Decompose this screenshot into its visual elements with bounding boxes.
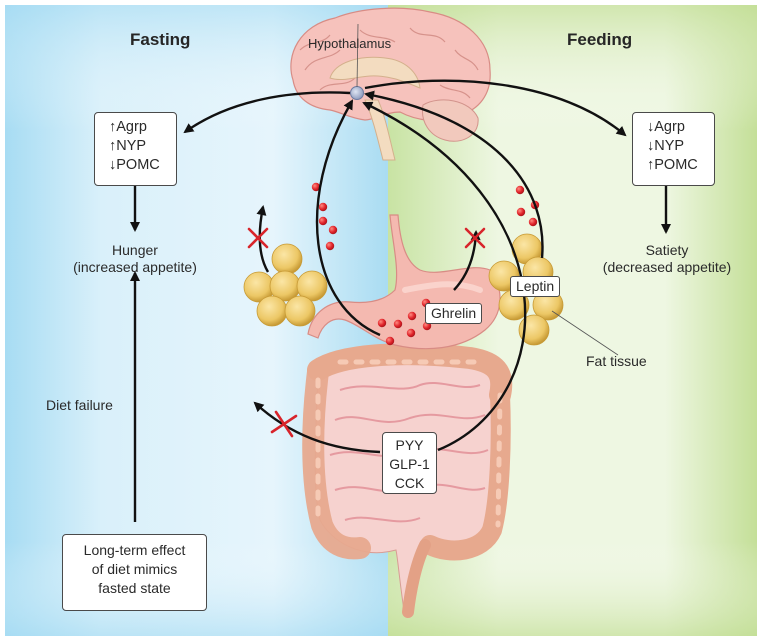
hypothalamus-pointer-line	[356, 23, 359, 88]
feeding-pomc-label: POMC	[654, 157, 698, 173]
blocked-x-icon-gut-peptides	[270, 410, 298, 438]
cck-label: CCK	[394, 475, 425, 491]
hypothalamus-label: Hypothalamus	[308, 36, 392, 51]
arrow-ghrelin-to-hypothalamus	[315, 99, 381, 337]
long-term-effect-box: Long-term effect of diet mimics fasted s…	[62, 534, 207, 611]
ghrelin-tag: Ghrelin	[425, 303, 483, 324]
up-arrow-icon: ↑	[647, 157, 655, 173]
leptin-tag: Leptin	[510, 276, 561, 297]
feeding-row-nyp: ↓NYP	[647, 137, 714, 156]
blocked-x-icon-stomach	[464, 227, 486, 249]
fasting-nyp-label: NYP	[116, 138, 147, 154]
fasting-row-nyp: ↑NYP	[109, 137, 176, 156]
feeding-row-pomc: ↑POMC	[647, 156, 714, 175]
fasting-title: Fasting	[130, 30, 191, 49]
feeding-neuropeptide-box: ↓Agrp ↓NYP ↑POMC	[632, 112, 715, 186]
fasting-agrp-label: Agrp	[116, 119, 147, 135]
down-arrow-icon: ↓	[647, 138, 655, 154]
up-arrow-icon: ↑	[109, 138, 117, 154]
hunger-subtitle: (increased appetite)	[73, 259, 197, 275]
fasting-neuropeptide-box: ↑Agrp ↑NYP ↓POMC	[94, 112, 177, 186]
feeding-title: Feeding	[567, 30, 633, 49]
feeding-agrp-label: Agrp	[654, 119, 685, 135]
long-term-line-1: Long-term effect	[83, 542, 186, 558]
arrow-gut-peptides-blocked	[253, 401, 381, 454]
fat-cluster-fasting	[243, 243, 328, 327]
down-arrow-icon: ↓	[109, 157, 117, 173]
feeding-row-agrp: ↓Agrp	[647, 118, 714, 137]
arrow-hypothalamus-to-feeding-box	[364, 79, 627, 137]
satiety-subtitle: (decreased appetite)	[602, 259, 732, 275]
fasting-pomc-label: POMC	[116, 157, 160, 173]
glp1-label: GLP-1	[389, 456, 430, 472]
long-term-line-3: fasted state	[98, 580, 171, 596]
down-arrow-icon: ↓	[647, 119, 655, 135]
arrow-hypothalamus-to-fasting-box	[183, 91, 351, 134]
satiety-title: Satiety	[645, 242, 689, 258]
fasting-row-pomc: ↓POMC	[109, 156, 176, 175]
diet-failure-label: Diet failure	[46, 397, 113, 413]
hunger-title: Hunger	[112, 242, 158, 258]
satiety-label: Satiety (decreased appetite)	[596, 242, 738, 276]
blocked-x-icon-fasting-fat	[247, 227, 269, 249]
arrow-leptin-to-hypothalamus	[364, 90, 544, 259]
hunger-label: Hunger (increased appetite)	[64, 242, 206, 276]
pyy-label: PYY	[395, 437, 424, 453]
long-term-line-2: of diet mimics	[91, 561, 178, 577]
fat-tissue-label: Fat tissue	[586, 353, 647, 369]
fat-tissue-pointer-line	[551, 310, 619, 356]
fasting-row-agrp: ↑Agrp	[109, 118, 176, 137]
gut-peptides-box: PYY GLP-1 CCK	[382, 432, 437, 494]
feeding-nyp-label: NYP	[654, 138, 685, 154]
arrow-fasting-fat-blocked	[256, 205, 270, 273]
hypothalamus-node	[350, 86, 364, 100]
up-arrow-icon: ↑	[109, 119, 117, 135]
